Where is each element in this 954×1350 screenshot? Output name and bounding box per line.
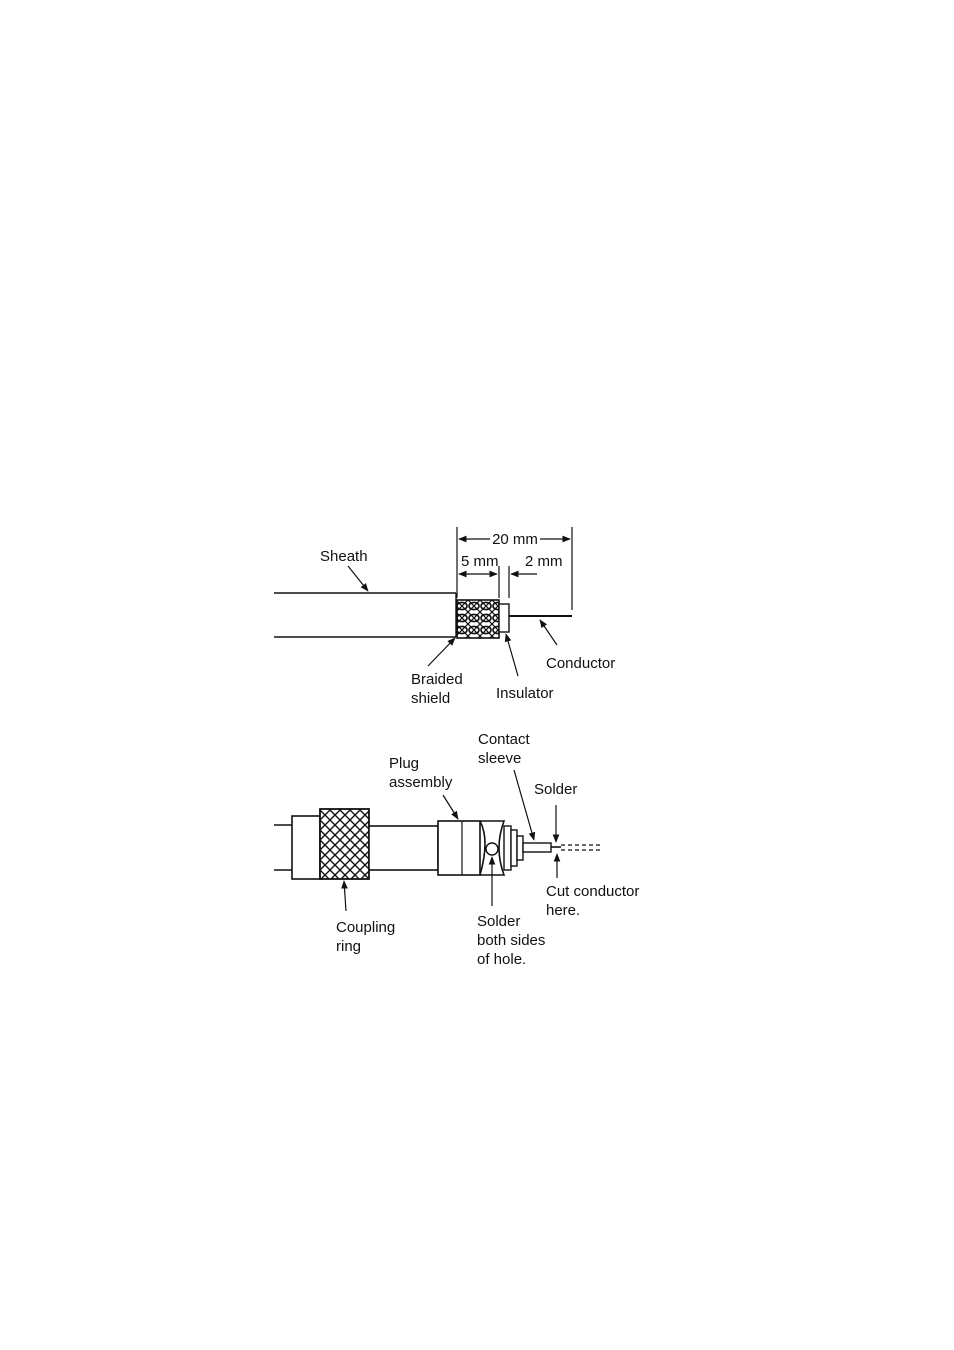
- leader-sheath: [348, 566, 368, 591]
- label-insulator: Insulator: [496, 685, 554, 702]
- label-plug-assembly-line1: Plug: [389, 755, 419, 772]
- label-cut-conductor-line2: here.: [546, 902, 580, 919]
- plug-flange-1: [504, 826, 511, 870]
- label-braided-shield-line2: shield: [411, 690, 450, 707]
- label-conductor: Conductor: [546, 655, 615, 672]
- plug-collar: [438, 821, 480, 875]
- leader-braided-shield: [428, 638, 455, 666]
- leader-coupling-ring: [344, 881, 346, 911]
- label-coupling-ring-line1: Coupling: [336, 919, 395, 936]
- label-cut-conductor-line1: Cut conductor: [546, 883, 639, 900]
- label-solder-hole-line1: Solder: [477, 913, 520, 930]
- leader-conductor: [540, 620, 557, 645]
- dim-5mm-label: 5 mm: [461, 553, 499, 570]
- label-plug-assembly-line2: assembly: [389, 774, 453, 791]
- label-sheath: Sheath: [320, 548, 368, 565]
- label-contact-sleeve-line2: sleeve: [478, 750, 521, 767]
- insulator: [499, 604, 509, 632]
- coupling-ring-rear: [292, 816, 320, 879]
- plug-flange-3: [517, 836, 523, 860]
- contact-sleeve: [523, 843, 551, 852]
- label-solder-hole-line2: both sides: [477, 932, 545, 949]
- label-contact-sleeve-line1: Contact: [478, 731, 531, 748]
- dim-20mm-label: 20 mm: [492, 531, 538, 548]
- leader-insulator: [506, 634, 518, 676]
- leader-plug-assembly: [443, 795, 458, 819]
- label-solder: Solder: [534, 781, 577, 798]
- plug-body: [369, 826, 438, 870]
- solder-hole: [486, 843, 498, 855]
- label-coupling-ring-line2: ring: [336, 938, 361, 955]
- label-solder-hole-line3: of hole.: [477, 951, 526, 968]
- braided-shield: [457, 600, 499, 638]
- plug-flange-2: [511, 830, 517, 866]
- coupling-ring-knurl: [320, 809, 369, 879]
- label-braided-shield-line1: Braided: [411, 671, 463, 688]
- dim-2mm-label: 2 mm: [525, 553, 563, 570]
- stripped-cable-figure: 20 mm 5 mm 2 mm Sheath Braided shield In…: [274, 527, 615, 707]
- plug-assembly-figure: Contact sleeve Plug assembly Solder Cut …: [274, 731, 639, 968]
